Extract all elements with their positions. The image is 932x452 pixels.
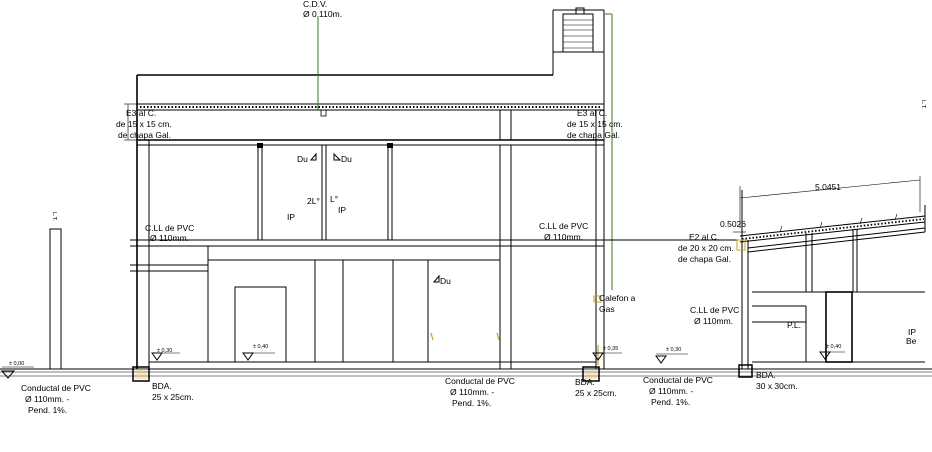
du-label-1: Du bbox=[297, 154, 308, 164]
level-000: ± 0,00 bbox=[9, 361, 24, 367]
level-030-a: ± 0,30 bbox=[157, 348, 172, 354]
cll-mid-line1: C.LL de PVC bbox=[539, 221, 588, 231]
conduct2-line1: Conductal de PVC bbox=[445, 376, 515, 386]
main-building bbox=[130, 7, 605, 369]
bda1-line2: 25 x 25cm. bbox=[152, 392, 194, 402]
e3-left-line1: E3 al C. bbox=[126, 108, 156, 118]
ip-label-1: IP bbox=[287, 212, 295, 222]
left-boundary-wall bbox=[49, 228, 62, 370]
e2-line1: E2 al C. bbox=[689, 232, 719, 242]
e3-right-line2: de 15 x 15 cm. bbox=[567, 119, 623, 129]
cll-right-line1: C.LL de PVC bbox=[690, 305, 739, 315]
bda3-line2: 30 x 30cm. bbox=[756, 381, 798, 391]
ip-label-2: IP bbox=[338, 205, 346, 215]
e3-right-line1: E3 al C. bbox=[577, 108, 607, 118]
du-label-2: Du bbox=[341, 154, 352, 164]
bda2-line1: BDA. bbox=[575, 377, 595, 387]
conduct1-line2: Ø 110mm. - bbox=[25, 394, 69, 404]
cll-left-line2: Ø 110mm. bbox=[150, 233, 189, 243]
drawing-labels: C.D.V. Ø 0,110m. E3 al C. de 15 x 15 cm.… bbox=[9, 0, 926, 415]
bda1-line1: BDA. bbox=[152, 381, 172, 391]
level-030-b: ± 0,30 bbox=[666, 347, 681, 353]
conduct1-line3: Pend. 1%. bbox=[28, 405, 67, 415]
conduct3-line3: Pend. 1%. bbox=[651, 397, 690, 407]
cdv-vent-pipe bbox=[317, 13, 613, 290]
conduct2-line3: Pend. 1%. bbox=[452, 398, 491, 408]
bda-boxes bbox=[132, 364, 753, 382]
e3-left-line3: de chapa Gal. bbox=[118, 130, 171, 140]
level-040-b: ± 0,40 bbox=[826, 344, 841, 350]
cll-mid-line2: Ø 110mm. bbox=[544, 232, 583, 242]
cll-left-line1: C.LL de PVC bbox=[145, 223, 194, 233]
level-040-a: ± 0,40 bbox=[253, 344, 268, 350]
lt-left-label: L.T. bbox=[51, 212, 57, 221]
du-label-3: Du bbox=[440, 276, 451, 286]
bda2-line2: 25 x 25cm. bbox=[575, 388, 617, 398]
level-035: ± 0,35 bbox=[603, 346, 618, 352]
be-label: Be bbox=[906, 336, 917, 346]
conduct2-line2: Ø 110mm. - bbox=[450, 387, 494, 397]
l-label: L° bbox=[330, 194, 338, 204]
conduct1-line1: Conductal de PVC bbox=[21, 383, 91, 393]
two-l-label: 2L° bbox=[307, 196, 320, 206]
calefon-line2: Gas bbox=[599, 304, 615, 314]
gas-pipe bbox=[430, 295, 602, 365]
level-markers bbox=[0, 103, 845, 379]
e2-line3: de chapa Gal. bbox=[678, 254, 731, 264]
cdv-diameter: Ø 0,110m. bbox=[303, 9, 342, 19]
pl-label: P.L. bbox=[787, 320, 801, 330]
dimension-5: 5.0451 bbox=[815, 182, 841, 192]
lt-right-label: L.T. bbox=[920, 100, 926, 109]
cll-right-line2: Ø 110mm. bbox=[694, 316, 733, 326]
conduct3-line1: Conductal de PVC bbox=[643, 375, 713, 385]
calefon-line1: Calefon a bbox=[599, 293, 636, 303]
right-annex bbox=[604, 176, 926, 369]
e2-line2: de 20 x 20 cm. bbox=[678, 243, 734, 253]
conduct3-line2: Ø 110mm. - bbox=[649, 386, 693, 396]
ip-right-label: IP bbox=[908, 327, 916, 337]
dimension-05: 0.5026 bbox=[720, 219, 746, 229]
bda3-line1: BDA. bbox=[756, 370, 776, 380]
e3-right-line3: de chapa Gal. bbox=[567, 130, 620, 140]
e3-left-line2: de 15 x 15 cm. bbox=[116, 119, 172, 129]
ground-lines bbox=[0, 368, 932, 377]
cdv-title: C.D.V. bbox=[303, 0, 327, 9]
